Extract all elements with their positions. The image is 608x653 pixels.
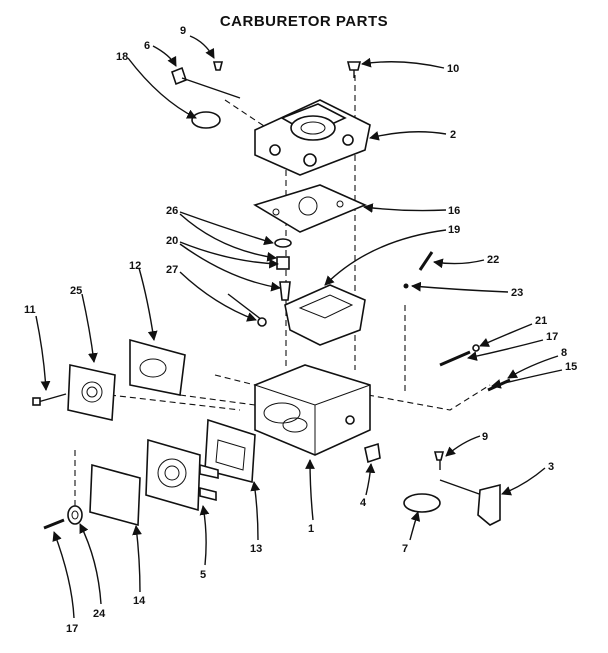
callout-15: 14: [133, 595, 146, 607]
part-screw-top: [346, 61, 362, 78]
callout-9-top: 9: [180, 25, 186, 37]
callout-17: 17: [546, 331, 558, 343]
callout-11: 11: [24, 304, 36, 316]
callout-13: 13: [250, 543, 262, 555]
callout-6: 5: [200, 569, 206, 581]
part-seal-ring: [67, 505, 83, 525]
part-small-pins: [403, 251, 511, 392]
part-gasket-left: [129, 338, 186, 396]
callout-23: 22: [487, 254, 499, 266]
part-pump-housing: [145, 438, 219, 512]
callout-26: 24: [93, 608, 106, 620]
callout-4: 4: [360, 497, 367, 509]
callout-2: 2: [450, 129, 456, 141]
part-screw-left: [32, 393, 67, 406]
part-top-cover: [254, 99, 371, 176]
callout-12: 12: [129, 260, 141, 272]
part-small-fittings: [227, 238, 292, 327]
callout-16: 15: [565, 361, 577, 373]
callout-22: 21: [535, 315, 547, 327]
callout-20: 19: [448, 224, 460, 236]
part-gasket-top: [253, 184, 368, 233]
callout-27: 26: [166, 205, 178, 217]
callout-18: 17: [66, 623, 78, 635]
callout-3: 3: [548, 461, 554, 473]
part-throttle-shaft: [171, 61, 241, 129]
part-pin: [43, 518, 65, 530]
part-main-body: [254, 364, 371, 456]
part-bushing: [364, 442, 381, 464]
leader-lines: [35, 35, 563, 619]
callout-24: 23: [511, 287, 523, 299]
callout-25: 25: [70, 285, 82, 297]
part-inlet-chamber: [284, 284, 366, 346]
part-diaphragm-plate: [89, 463, 141, 527]
diagram-title: CARBURETOR PARTS: [219, 13, 389, 30]
callout-10: 10: [447, 63, 459, 75]
callout-7: 7: [402, 543, 408, 555]
callout-19: 18: [116, 51, 128, 63]
callout-5: 6: [144, 40, 150, 52]
callout-8: 8: [561, 347, 567, 359]
part-choke-shaft: [403, 451, 501, 526]
part-cover-plate: [67, 364, 116, 421]
callout-1: 1: [308, 523, 314, 535]
callout-28: 27: [166, 264, 178, 276]
callout-9-right: 9: [482, 431, 488, 443]
callout-21: 20: [166, 235, 178, 247]
callout-labels: 9 6 18 10 2 16 26 19 20 22 12 27 23 25 1…: [24, 25, 577, 635]
callout-14: 16: [448, 205, 460, 217]
